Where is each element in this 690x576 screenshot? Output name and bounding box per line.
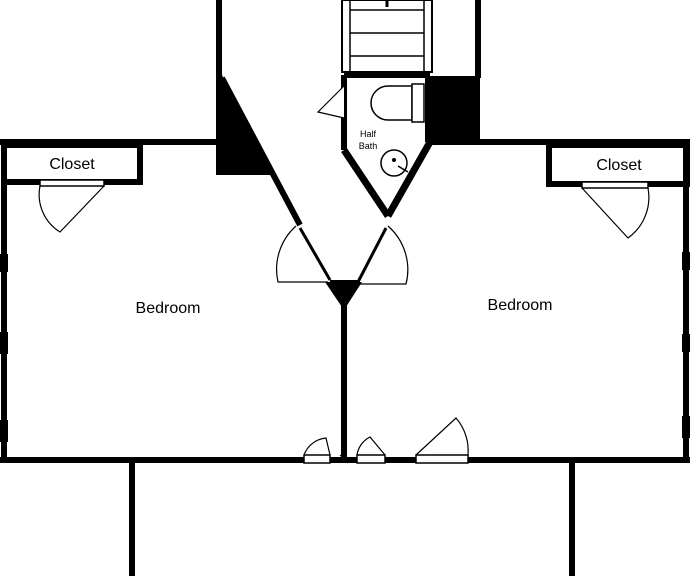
bedroom-left-bottom-door bbox=[303, 437, 331, 464]
wall-masses bbox=[216, 75, 480, 310]
closet-right-label: Closet bbox=[596, 157, 642, 174]
toilet-icon bbox=[370, 83, 425, 123]
stairwell bbox=[216, 0, 481, 78]
closet-right-door bbox=[581, 181, 650, 239]
bedroom-right-bottom-door-2 bbox=[415, 417, 469, 464]
bedroom-left-label: Bedroom bbox=[136, 300, 201, 317]
bedroom-right-door bbox=[356, 225, 409, 285]
half-bath-label-line2: Bath bbox=[359, 141, 378, 151]
lower-walls bbox=[129, 454, 575, 576]
bedroom-left-door bbox=[275, 225, 332, 283]
diagonal-walls bbox=[219, 76, 360, 284]
closet-left-door bbox=[38, 179, 105, 233]
half-bath-label-line1: Half bbox=[360, 129, 377, 139]
sink-icon bbox=[380, 149, 409, 177]
half-bath: Half Bath bbox=[316, 72, 434, 218]
bedroom-right: Closet Bedroom bbox=[344, 139, 690, 464]
bedroom-right-bottom-door-1 bbox=[356, 436, 386, 464]
bedroom-right-label: Bedroom bbox=[488, 297, 553, 314]
closet-left-label: Closet bbox=[49, 156, 95, 173]
bedroom-left: Closet Bedroom bbox=[0, 139, 347, 464]
